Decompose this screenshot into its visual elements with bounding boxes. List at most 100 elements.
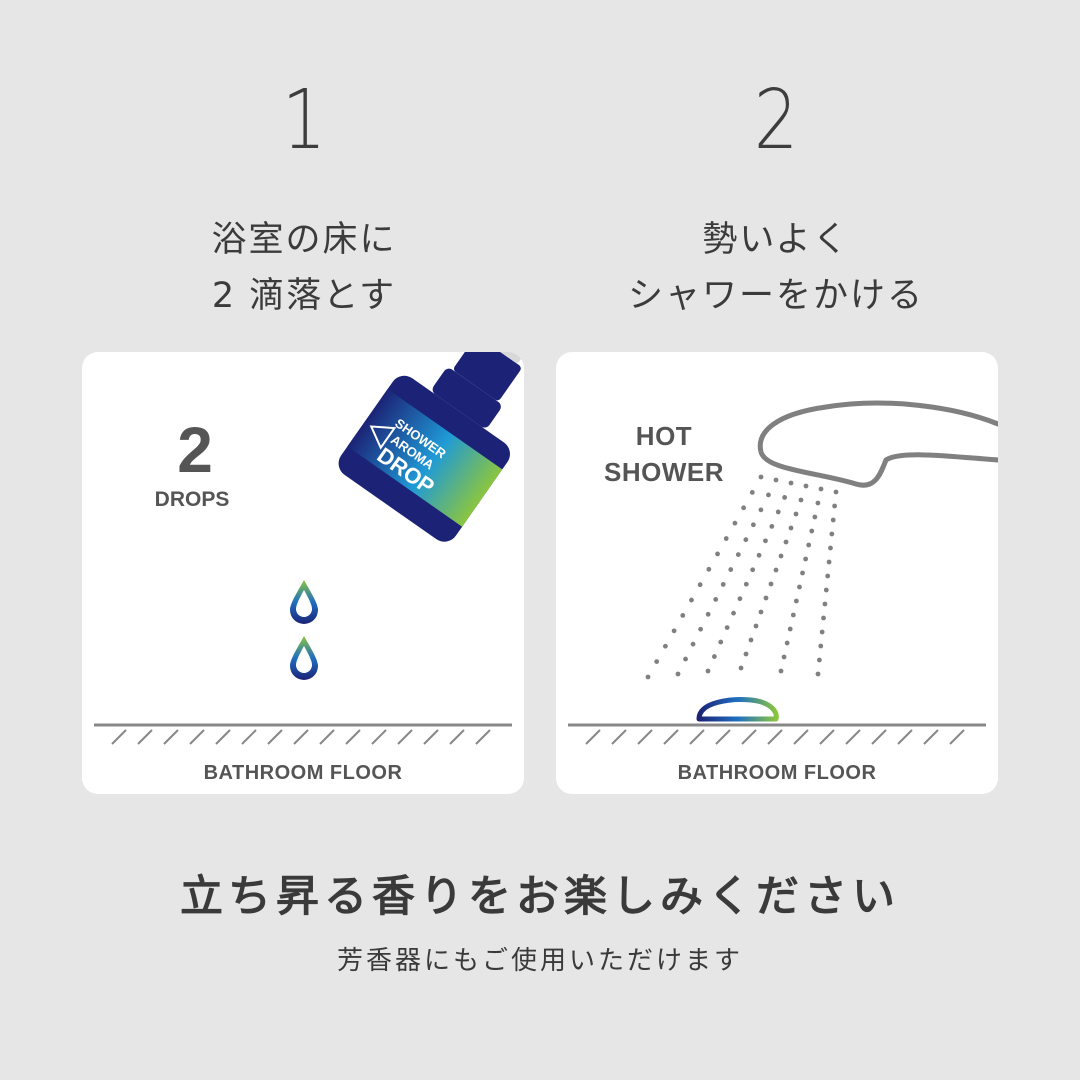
spray-dot <box>815 671 821 677</box>
spray-dot <box>825 573 831 579</box>
spray-dot <box>816 657 822 663</box>
spray-dot <box>818 643 824 649</box>
spray-dot <box>711 654 717 659</box>
spray-dot <box>803 556 809 562</box>
spray-dot <box>793 511 799 517</box>
water-spray <box>645 474 839 680</box>
spray-dot <box>743 651 749 657</box>
spray-dot <box>763 538 768 544</box>
spray-dot <box>773 477 779 483</box>
hot-shower-label-line-1: HOT <box>635 421 693 451</box>
spray-dot <box>828 545 833 551</box>
hot-shower-label: HOT SHOWER <box>590 418 738 490</box>
spray-dot <box>724 625 730 631</box>
step-2-number: 2 <box>753 73 799 168</box>
spray-dot <box>823 587 829 593</box>
spray-dot <box>698 626 704 632</box>
spray-dot <box>790 612 796 618</box>
spray-dot <box>675 671 681 677</box>
floor-hatching <box>111 729 491 745</box>
spray-dot <box>645 674 651 680</box>
spray-dot <box>654 659 660 665</box>
spray-dot <box>738 665 744 671</box>
spray-dot <box>800 570 805 576</box>
spray-dot <box>797 584 802 590</box>
spray-dot <box>758 609 764 615</box>
spray-dot <box>768 581 774 587</box>
step-1-title-line-2: 2 滴落とす <box>211 276 397 316</box>
spray-dot <box>741 505 747 511</box>
spray-dot <box>758 474 764 480</box>
spray-dot <box>705 611 711 617</box>
spray-dot <box>783 539 789 545</box>
spray-dot <box>718 639 724 645</box>
spray-dot <box>743 581 749 587</box>
shower-head-icon <box>757 400 998 488</box>
spray-dot <box>803 483 809 489</box>
spray-dot <box>819 629 825 635</box>
spray-dot <box>798 497 804 503</box>
spray-dot <box>809 528 815 534</box>
spray-dot <box>715 551 720 557</box>
spray-dot <box>815 500 821 506</box>
spray-dot <box>818 486 824 492</box>
spray-dot <box>705 668 711 674</box>
spray-dot <box>748 637 754 643</box>
aroma-puddle-icon <box>696 697 779 722</box>
spray-dot <box>822 601 828 607</box>
spray-dot <box>680 613 686 618</box>
spray-dot <box>728 567 734 572</box>
spray-dot <box>763 595 769 601</box>
spray-dot <box>778 668 784 674</box>
spray-dot <box>750 522 756 528</box>
floor-hatching <box>585 729 965 745</box>
spray-dot <box>775 509 781 515</box>
step-1-illustration: SHOWER AROMA DROP <box>94 352 524 745</box>
spray-dot <box>749 489 755 495</box>
spray-dot <box>697 582 703 588</box>
spray-dot <box>753 623 759 629</box>
spray-dot <box>737 596 743 602</box>
spray-dot <box>690 641 696 647</box>
spray-dot <box>832 503 838 509</box>
step-1-title-line-1: 浴室の床に <box>211 220 397 260</box>
spray-dot <box>788 525 794 531</box>
step-2-title-line-1: 勢いよく <box>702 220 850 260</box>
spray-dot <box>787 626 793 632</box>
spray-dot <box>829 531 835 537</box>
aroma-bottle-icon: SHOWER AROMA DROP <box>338 352 524 542</box>
spray-dot <box>781 654 787 660</box>
spray-dot <box>773 567 779 573</box>
spray-dot <box>756 552 762 558</box>
step-1-title: 浴室の床に 2 滴落とす <box>84 212 524 324</box>
step-1-floor-label: BATHROOM FLOOR <box>203 762 403 784</box>
step-1-number: 1 <box>281 73 327 168</box>
spray-dot <box>793 598 799 604</box>
spray-dot <box>806 542 812 548</box>
spray-dot <box>689 597 694 603</box>
spray-dot <box>683 656 688 662</box>
spray-dot <box>720 582 726 587</box>
step-2-floor-label: BATHROOM FLOOR <box>677 762 877 784</box>
spray-dot <box>826 559 832 565</box>
spray-dot <box>830 517 836 523</box>
spray-dot <box>782 495 788 500</box>
spray-dot <box>662 643 668 649</box>
footer-subtitle: 芳香器にもご使用いただけます <box>336 946 743 976</box>
spray-dot <box>750 567 756 573</box>
step-2-panel <box>556 352 998 794</box>
step-2-title: 勢いよく シャワーをかける <box>556 212 996 324</box>
spray-dot <box>713 596 719 602</box>
spray-dot <box>769 523 775 529</box>
spray-dot <box>821 615 826 621</box>
spray-dot <box>812 514 818 520</box>
footer-title: 立ち昇る香りをお楽しみください <box>180 872 900 922</box>
spray-dot <box>706 566 712 572</box>
spray-dot <box>723 536 729 541</box>
drops-label: DROPS <box>154 488 230 511</box>
spray-dot <box>732 520 738 526</box>
spray-dot <box>784 640 790 646</box>
spray-dot <box>758 507 764 513</box>
step-2-illustration <box>568 400 998 745</box>
spray-dot <box>833 489 839 495</box>
